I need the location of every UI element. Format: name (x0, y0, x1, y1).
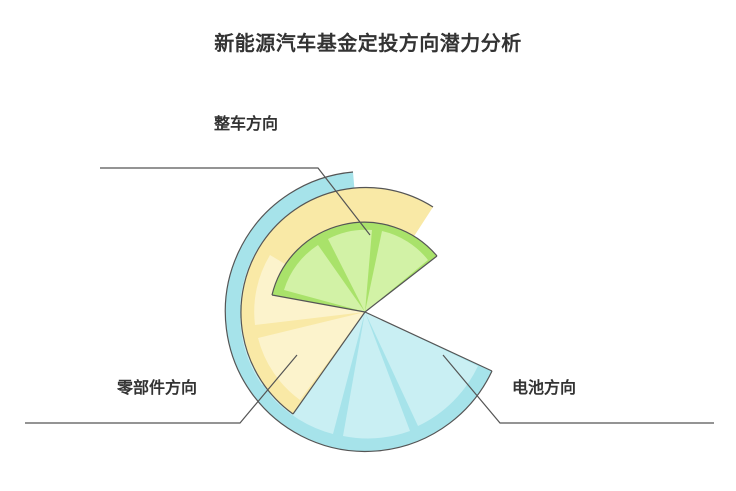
vehicle-leader-line (100, 167, 371, 236)
battery-label: 电池方向 (512, 378, 577, 397)
vehicle-segment (271, 221, 438, 313)
battery-leader-line (442, 354, 714, 424)
vehicle-label: 整车方向 (214, 114, 279, 133)
parts-leader-line (25, 354, 298, 424)
diagram-title: 新能源汽车基金定投方向潜力分析 (214, 31, 522, 55)
parts-label: 零部件方向 (117, 378, 198, 397)
